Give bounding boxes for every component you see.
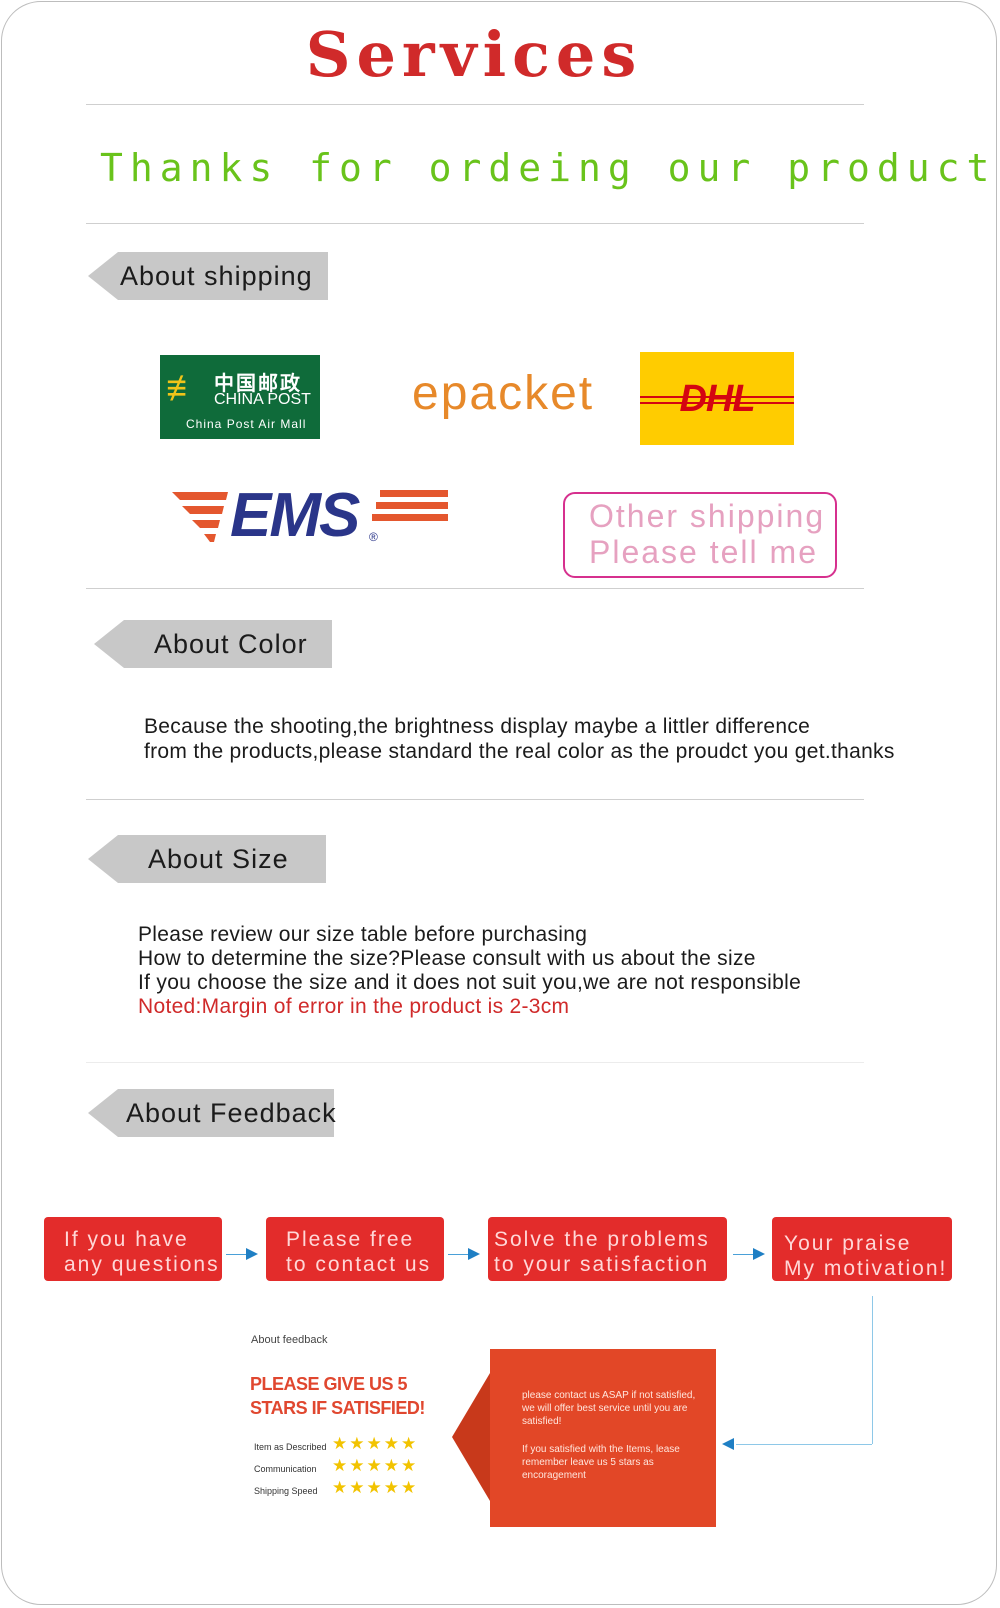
feedback-step-2: Please free to contact us (266, 1217, 444, 1281)
feedback-panel-title: About feedback (251, 1334, 328, 1346)
size-tag: About Size (88, 835, 326, 883)
step-1-line1: If you have (64, 1228, 189, 1251)
china-post-emblem-icon: ≢ (166, 367, 202, 408)
feedback-message-card: please contact us ASAP if not satisfied,… (452, 1349, 716, 1527)
divider (86, 799, 864, 800)
feedback-step-4: Your praise My motivation! (772, 1217, 952, 1281)
flow-arrow-line (733, 1254, 753, 1255)
color-line1: Because the shooting,the brightness disp… (144, 715, 811, 738)
arrow-right-icon (468, 1248, 480, 1260)
rating-label: Shipping Speed (254, 1486, 318, 1496)
feedback-message-1: please contact us ASAP if not satisfied,… (522, 1390, 696, 1427)
size-line2: How to determine the size?Please consult… (138, 947, 756, 970)
shipping-tag: About shipping (88, 252, 328, 300)
epacket-logo: epacket (412, 367, 595, 420)
flow-arrow-line (226, 1254, 246, 1255)
size-tag-label: About Size (118, 835, 326, 883)
shipping-tag-label: About shipping (118, 252, 328, 300)
page-title: Services (305, 18, 643, 91)
star-rating-icon: ★★★★★ (332, 1478, 419, 1497)
ems-wings-icon (172, 490, 448, 542)
size-note: Noted:Margin of error in the product is … (138, 995, 570, 1018)
tag-arrow-icon (88, 835, 118, 883)
china-post-en: CHINA POST (214, 391, 311, 408)
feedback-headline-1: PLEASE GIVE US 5 (250, 1374, 408, 1394)
step-4-line1: Your praise (784, 1232, 912, 1255)
card-fold (452, 1373, 490, 1501)
arrow-left-icon (722, 1438, 734, 1450)
step-2-line1: Please free (286, 1228, 415, 1251)
flow-return-line (736, 1444, 872, 1445)
feedback-step-1: If you have any questions (44, 1217, 222, 1281)
tag-arrow-icon (94, 620, 124, 668)
color-tag-label: About Color (124, 620, 332, 668)
dhl-logo: DHL (640, 352, 794, 445)
flow-return-line (872, 1296, 873, 1444)
divider (86, 588, 864, 589)
china-post-logo: ≢ 中国邮政 CHINA POST China Post Air Mall (160, 355, 320, 439)
feedback-headline-2: STARS IF SATISFIED! (250, 1398, 425, 1418)
china-post-zh: 中国邮政 (214, 373, 302, 395)
divider (86, 104, 864, 105)
registered-icon: ® (369, 530, 378, 544)
ems-logo: EMS ® (172, 481, 450, 550)
flow-arrow-line (448, 1254, 468, 1255)
step-1-line2: any questions (64, 1253, 220, 1276)
divider (86, 1062, 864, 1063)
step-3-line1: Solve the problems (494, 1228, 710, 1251)
china-post-mall: China Post Air Mall (186, 417, 307, 431)
color-text: Because the shooting,the brightness disp… (144, 714, 895, 764)
rating-label: Item as Described (254, 1442, 327, 1452)
dhl-stripes (640, 396, 794, 404)
divider (86, 223, 864, 224)
feedback-tag-label: About Feedback (118, 1089, 336, 1137)
dhl-text: DHL (679, 378, 755, 420)
star-rating-icon: ★★★★★ (332, 1434, 419, 1453)
step-4-line2: My motivation! (784, 1257, 948, 1280)
feedback-tag: About Feedback (88, 1089, 336, 1137)
color-line2: from the products,please standard the re… (144, 740, 895, 763)
step-3-line2: to your satisfaction (494, 1253, 710, 1276)
rating-label: Communication (254, 1464, 317, 1474)
other-shipping-box: Other shipping Please tell me (563, 492, 837, 578)
step-2-line2: to contact us (286, 1253, 432, 1276)
star-rating-icon: ★★★★★ (332, 1456, 419, 1475)
color-tag: About Color (94, 620, 332, 668)
tag-arrow-icon (88, 1089, 118, 1137)
arrow-right-icon (246, 1248, 258, 1260)
arrow-right-icon (753, 1248, 765, 1260)
feedback-step-3: Solve the problems to your satisfaction (488, 1217, 727, 1281)
thanks-message: Thanks for ordeing our product. (100, 146, 1000, 190)
ems-text: EMS (230, 481, 360, 550)
feedback-headline: PLEASE GIVE US 5 STARS IF SATISFIED! (250, 1372, 425, 1420)
other-shipping-line2: Please tell me (589, 534, 818, 570)
size-line3: If you choose the size and it does not s… (138, 971, 802, 994)
other-shipping-line1: Other shipping (589, 498, 826, 534)
feedback-message-2: If you satisfied with the Items, lease r… (522, 1444, 680, 1481)
tag-arrow-icon (88, 252, 118, 300)
size-text: Please review our size table before purc… (138, 923, 801, 1019)
size-line1: Please review our size table before purc… (138, 923, 588, 946)
